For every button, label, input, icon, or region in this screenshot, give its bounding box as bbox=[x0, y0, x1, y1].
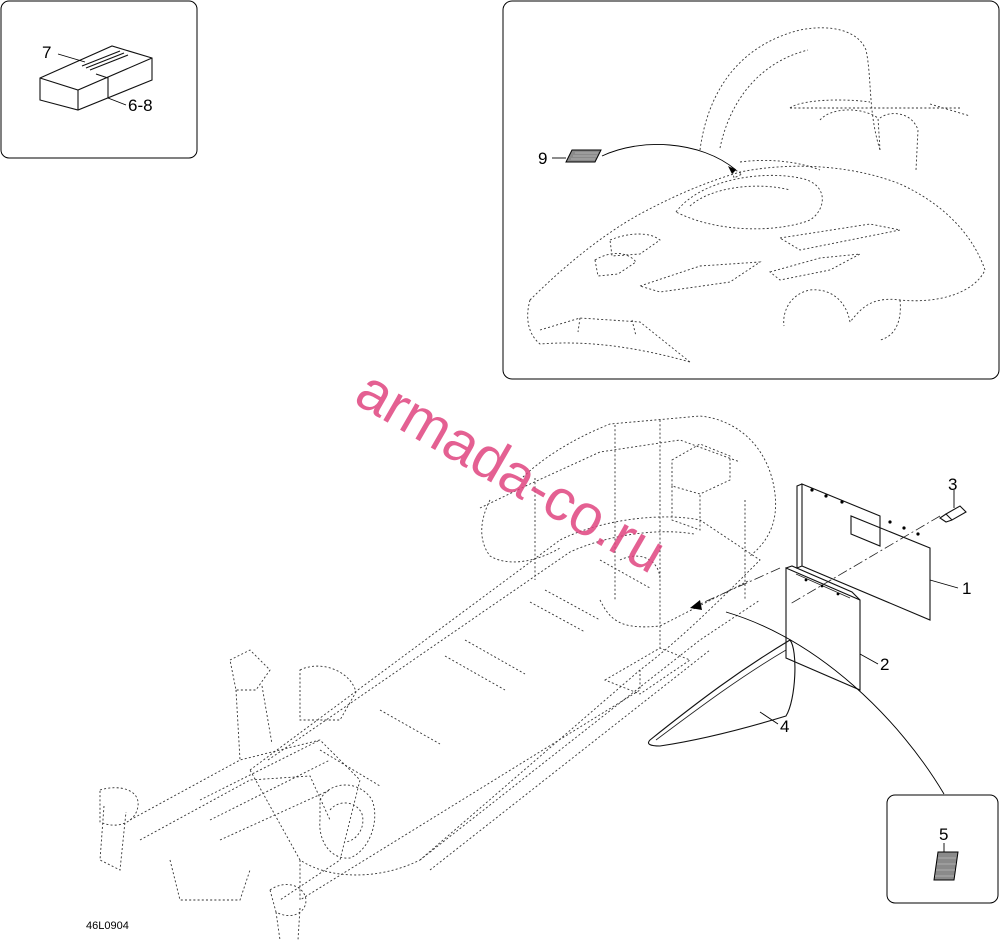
arrowhead-flap bbox=[690, 600, 702, 610]
callout-9: 9 bbox=[538, 149, 547, 168]
callout-6-8: 6-8 bbox=[128, 96, 153, 115]
callout-5: 5 bbox=[939, 825, 948, 844]
callout-3: 3 bbox=[948, 475, 957, 494]
chassis-frame-outline bbox=[99, 415, 777, 941]
inset-frame-bottom-right bbox=[886, 794, 999, 904]
reference-code: 46L0904 bbox=[86, 920, 129, 932]
leader-6-8 bbox=[107, 97, 127, 106]
mud-flap-1-illustration bbox=[796, 483, 931, 621]
inset-reflector-decal: 5 bbox=[886, 794, 999, 904]
snowmobile-body-outline bbox=[527, 27, 986, 363]
leader-9-curve bbox=[601, 144, 737, 171]
leader-1 bbox=[929, 579, 959, 589]
leader-2 bbox=[859, 653, 879, 665]
inset-snowmobile-body: 9 bbox=[502, 0, 1000, 380]
decal-9-illustration bbox=[565, 149, 602, 163]
leader-7 bbox=[57, 53, 86, 63]
leader-4 bbox=[759, 711, 779, 725]
decal-5-illustration bbox=[933, 851, 959, 881]
reflector-strip-4-illustration bbox=[647, 639, 796, 747]
foam-block-illustration bbox=[39, 45, 153, 111]
inset-frame-top-right bbox=[502, 0, 1000, 380]
alignment-line-rivet bbox=[789, 515, 941, 605]
callout-4: 4 bbox=[780, 717, 789, 736]
callout-7: 7 bbox=[42, 43, 51, 62]
callout-1: 1 bbox=[962, 579, 971, 598]
arrowhead-9 bbox=[728, 166, 736, 174]
rivet-3-illustration bbox=[939, 490, 967, 523]
watermark-text: armada-co.ru bbox=[346, 357, 677, 586]
alignment-line-flap bbox=[699, 567, 781, 605]
inset-frame-top-left bbox=[0, 0, 198, 159]
inset-foam-block: 7 6-8 bbox=[0, 0, 198, 159]
mud-flap-bracket-2-illustration bbox=[785, 565, 861, 691]
leader-5-curve bbox=[725, 611, 945, 795]
callout-2: 2 bbox=[880, 655, 889, 674]
